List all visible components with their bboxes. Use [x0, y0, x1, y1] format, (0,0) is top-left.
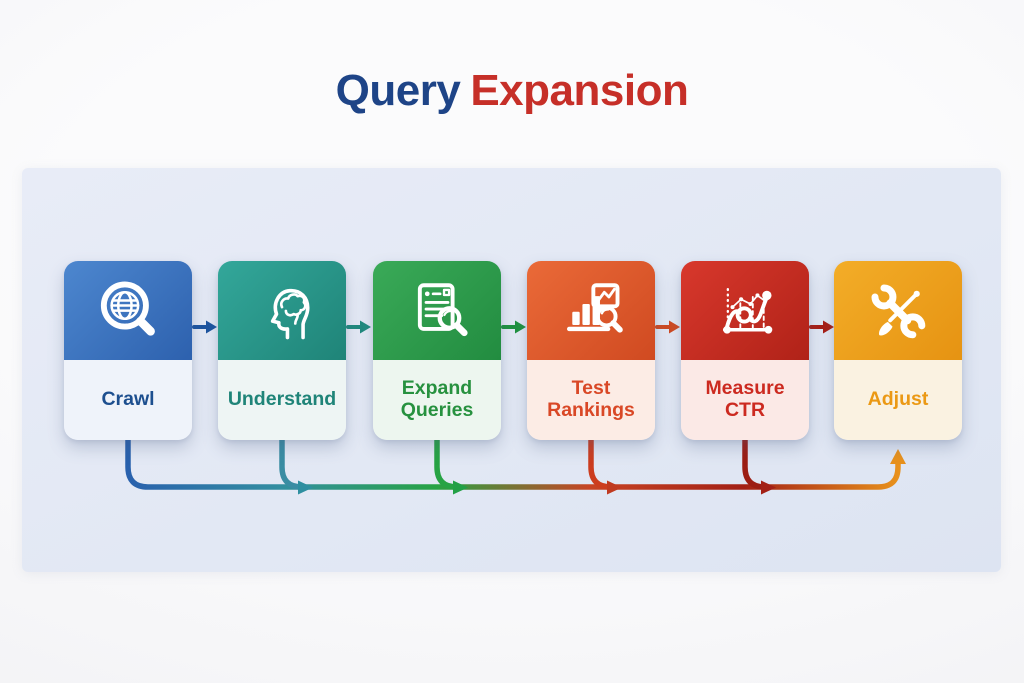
step-card-test-rankings: Test Rankings — [527, 261, 655, 440]
step-label-area: Measure CTR — [681, 360, 809, 440]
step-card-adjust: Adjust — [834, 261, 962, 440]
step-icon-area — [218, 261, 346, 360]
feedback-loop-line — [125, 435, 901, 490]
step-card-understand: Understand — [218, 261, 346, 440]
step-icon-area — [834, 261, 962, 360]
step-label: Expand Queries — [400, 377, 474, 421]
step-card-crawl: Crawl — [64, 261, 192, 440]
step-label-area: Understand — [218, 360, 346, 440]
feedback-loop-arrowheads — [298, 449, 906, 495]
step-label: Measure CTR — [705, 377, 785, 421]
globe-magnifier-icon — [100, 281, 155, 336]
arrow-expand-to-test — [501, 320, 526, 334]
step-icon-area — [527, 261, 655, 360]
arrow-measure-to-adjust — [809, 320, 834, 334]
arrow-crawl-to-understand — [192, 320, 217, 334]
step-icon-area — [64, 261, 192, 360]
title-primary: Query — [335, 66, 461, 115]
step-icon-area — [681, 261, 809, 360]
head-brain-icon — [270, 288, 310, 339]
step-arrows — [192, 320, 834, 334]
step-card-expand-queries: Expand Queries — [373, 261, 501, 440]
bar-chart-magnifier-icon — [567, 282, 623, 333]
arrow-test-to-measure — [655, 320, 680, 334]
step-label-area: Expand Queries — [373, 360, 501, 440]
step-label-area: Adjust — [834, 360, 962, 440]
wrench-brush-icon — [871, 283, 926, 338]
step-label: Crawl — [101, 388, 155, 411]
line-chart-icon — [722, 287, 773, 334]
step-label: Test Rankings — [547, 377, 635, 421]
step-label-area: Crawl — [64, 360, 192, 440]
step-label: Adjust — [867, 388, 929, 411]
step-label-area: Test Rankings — [527, 360, 655, 440]
step-icon-area — [373, 261, 501, 360]
document-magnifier-icon — [417, 282, 468, 336]
title-secondary: Expansion — [470, 66, 689, 115]
arrow-understand-to-expand — [346, 320, 371, 334]
step-card-measure-ctr: Measure CTR — [681, 261, 809, 440]
step-label: Understand — [227, 388, 337, 411]
